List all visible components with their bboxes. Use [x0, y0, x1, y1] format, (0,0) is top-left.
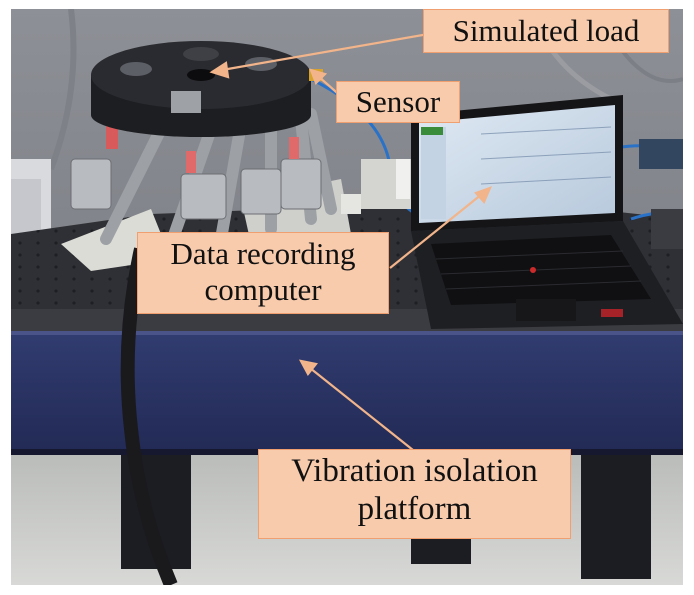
label-vibration-line2: platform [357, 490, 472, 527]
label-simulated-load: Simulated load [423, 9, 669, 53]
label-vibration-isolation-platform: Vibration isolation platform [258, 449, 571, 539]
label-data-recording-line1: Data recording [170, 236, 356, 271]
label-data-recording-line2: computer [204, 271, 322, 307]
label-data-recording-computer: Data recording computer [137, 232, 389, 314]
label-sensor: Sensor [336, 81, 460, 123]
label-vibration-line1: Vibration isolation [291, 453, 538, 489]
